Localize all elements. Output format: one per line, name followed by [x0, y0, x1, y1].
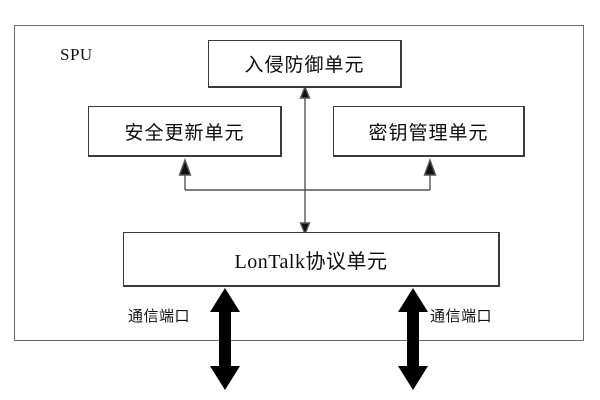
block-label: LonTalk协议单元: [234, 250, 388, 273]
block-label: 入侵防御单元: [244, 55, 365, 76]
block-intrusion-prevention-unit[interactable]: 入侵防御单元: [208, 40, 402, 88]
block-lontalk-protocol-unit[interactable]: LonTalk协议单元: [123, 232, 500, 287]
spu-label: SPU: [60, 45, 93, 64]
block-label: 安全更新单元: [124, 122, 245, 144]
communication-port-label-right: 通信端口: [430, 309, 493, 325]
block-security-update-unit[interactable]: 安全更新单元: [88, 106, 282, 157]
communication-port-label-left: 通信端口: [128, 309, 191, 325]
block-key-management-unit[interactable]: 密钥管理单元: [333, 106, 525, 157]
block-label: 密钥管理单元: [368, 122, 489, 144]
